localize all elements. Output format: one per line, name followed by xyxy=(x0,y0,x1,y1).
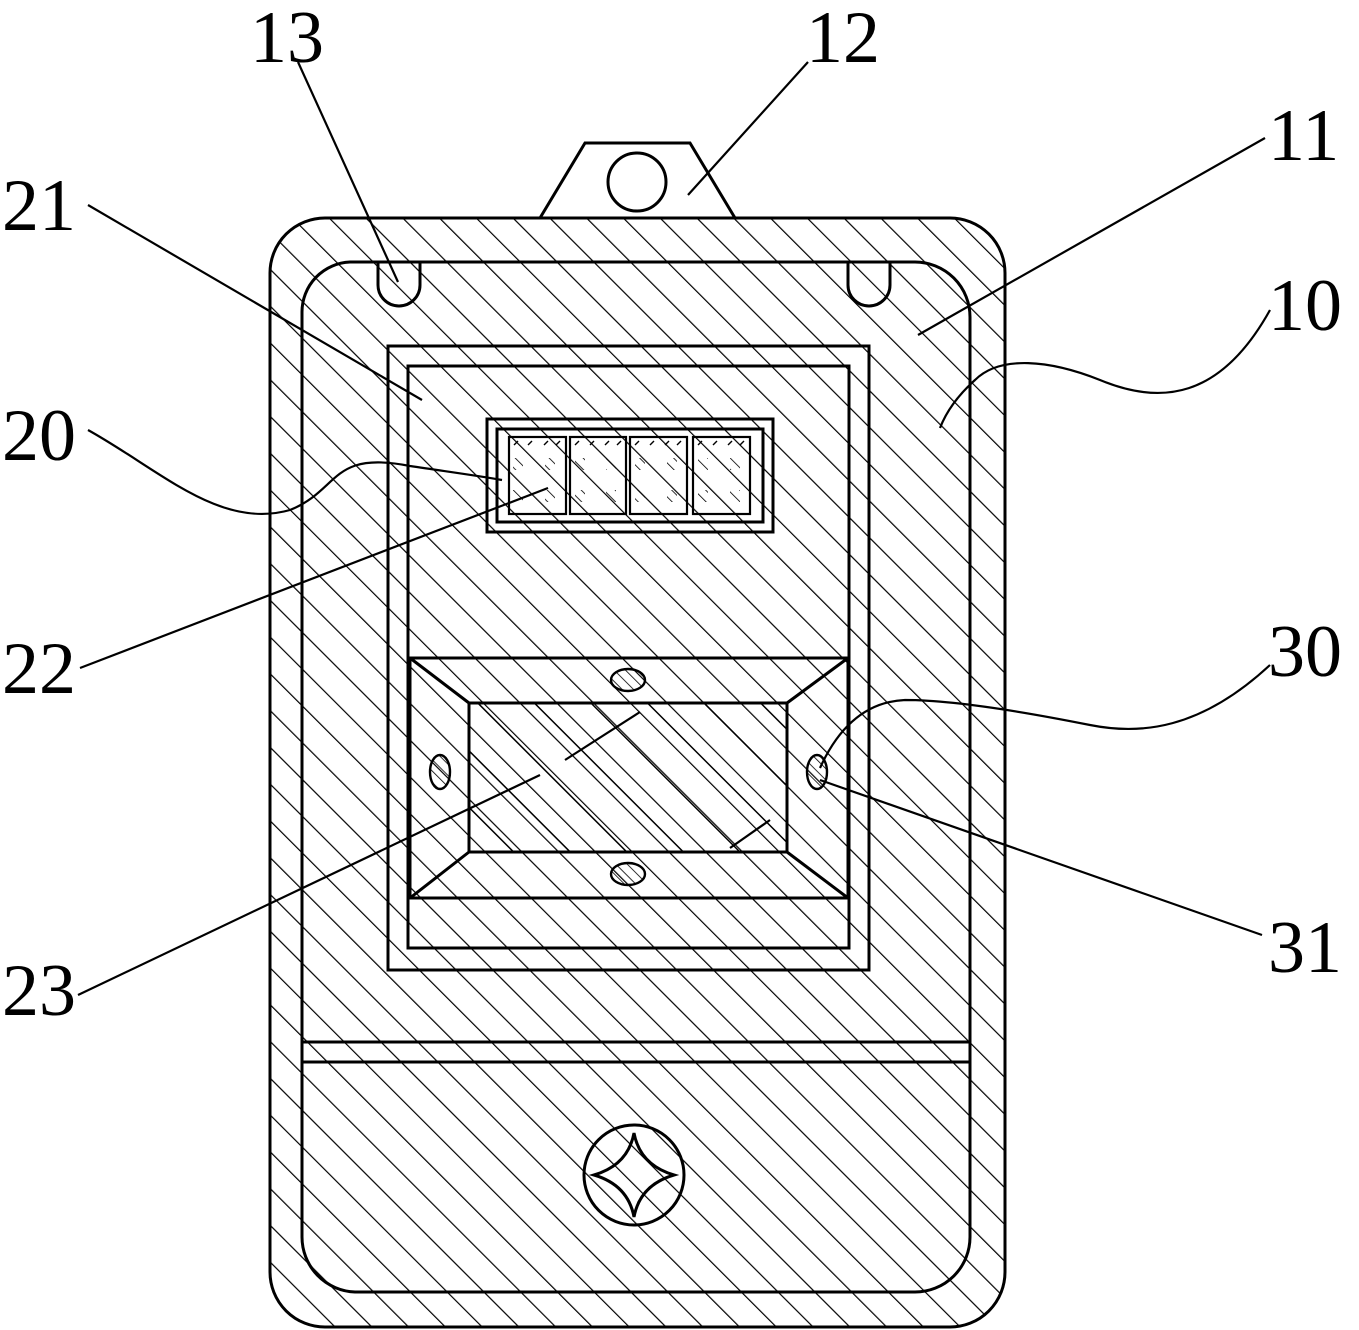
label-22: 22 xyxy=(2,628,76,710)
reference-labels: 13 12 11 21 10 20 22 30 23 31 xyxy=(2,0,1342,1032)
leader-lines xyxy=(77,61,1271,996)
fixing-screws xyxy=(428,667,829,887)
label-31: 31 xyxy=(1268,907,1342,989)
display-digits xyxy=(507,435,752,516)
label-23: 23 xyxy=(2,950,76,1032)
mounting-tab xyxy=(538,141,737,219)
card-slot xyxy=(408,656,850,900)
label-12: 12 xyxy=(806,0,880,79)
digital-display xyxy=(485,417,775,534)
label-13: 13 xyxy=(250,0,324,79)
label-20: 20 xyxy=(2,395,76,477)
body-divider xyxy=(302,1040,970,1064)
label-11: 11 xyxy=(1268,95,1339,177)
label-30: 30 xyxy=(1268,611,1342,693)
label-10: 10 xyxy=(1268,265,1342,347)
hook-slot-left xyxy=(376,262,422,308)
hook-slot-right xyxy=(846,262,892,308)
cover-screw xyxy=(582,1123,686,1227)
label-21: 21 xyxy=(2,165,76,247)
